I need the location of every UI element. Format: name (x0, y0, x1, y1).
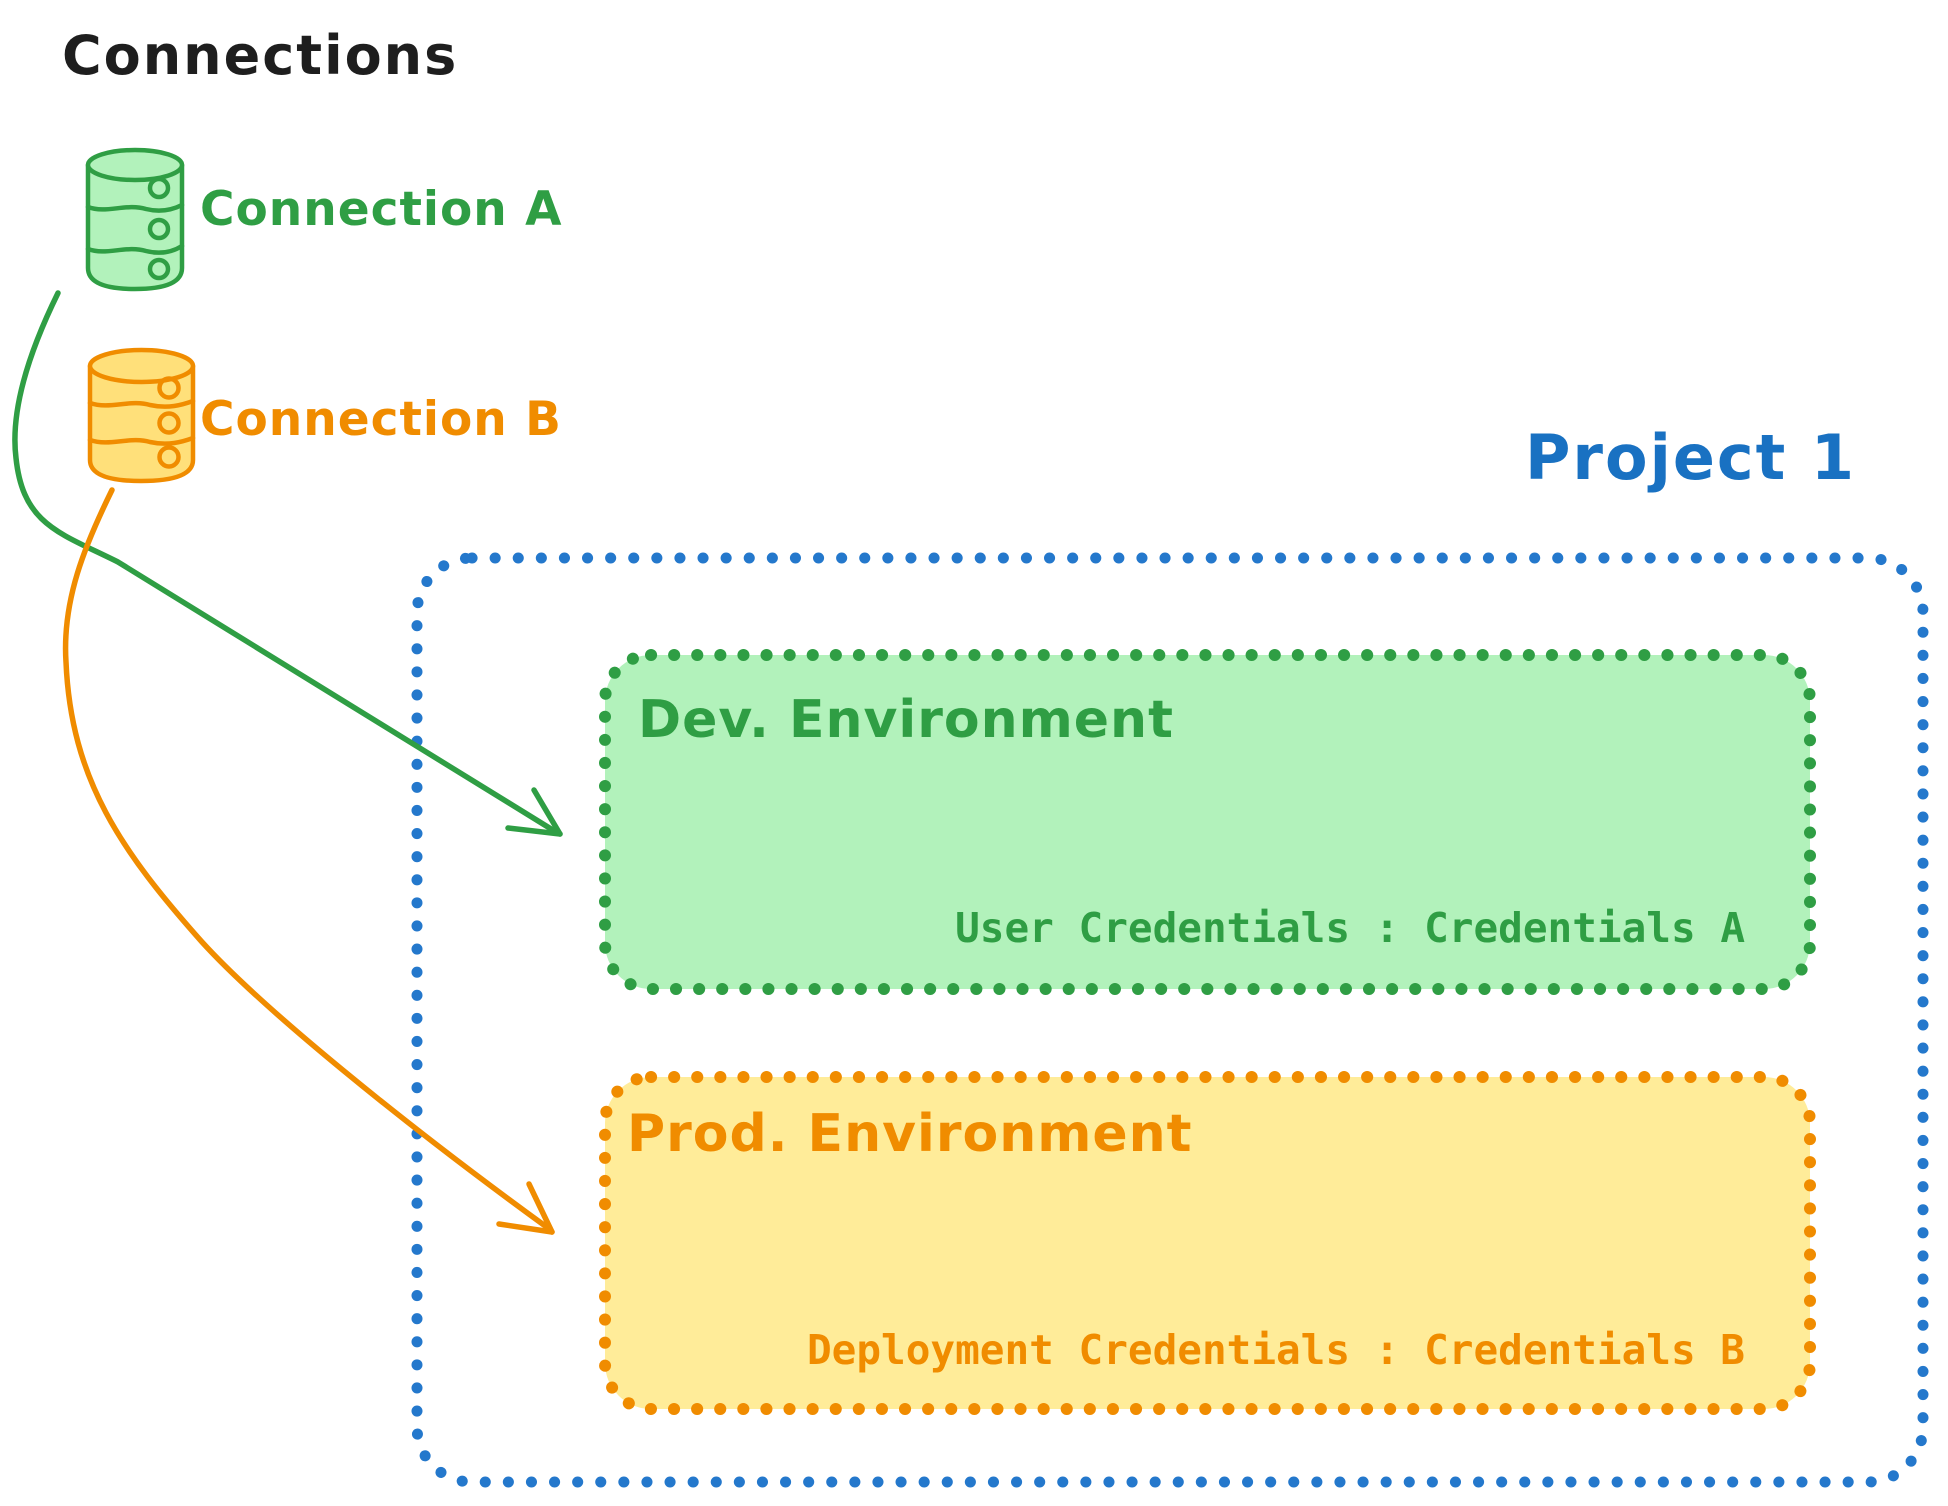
prod-environment-box (599, 1071, 1816, 1415)
project-box-border (411, 552, 1929, 1488)
dev-credentials-text: User Credentials : Credentials A (955, 904, 1745, 952)
page-title: Connections (62, 24, 459, 87)
database-icon (85, 147, 185, 292)
prod-credentials-text: Deployment Credentials : Credentials B (807, 1326, 1745, 1374)
connection-b-label: Connection B (200, 392, 562, 447)
database-icon (87, 347, 196, 484)
connection-b-arrow (62, 487, 555, 1235)
connection-a-label: Connection A (200, 182, 563, 237)
prod-environment-title: Prod. Environment (627, 1104, 1193, 1164)
connection-a-arrow (12, 290, 563, 837)
dev-environment-title: Dev. Environment (638, 690, 1174, 750)
project-title: Project 1 (1524, 421, 1856, 494)
dev-environment-box (599, 649, 1816, 995)
